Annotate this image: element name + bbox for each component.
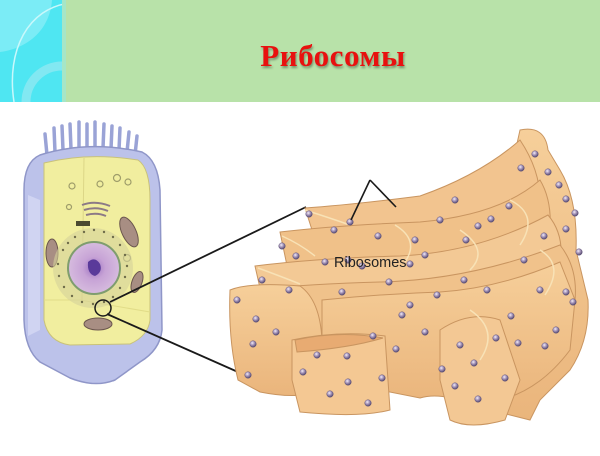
zoom-line-top	[109, 206, 307, 303]
ribosome-diagram	[23, 120, 589, 426]
cell-illustration	[23, 120, 163, 385]
zoom-line-bottom	[106, 313, 248, 377]
decorative-circles-icon	[0, 0, 66, 102]
ribosomes-label: Ribosomes	[334, 255, 407, 271]
label-pointer-left	[350, 179, 371, 221]
label-pointer-right	[369, 179, 397, 208]
decorative-accent-panel	[0, 0, 66, 102]
ribosomes	[233, 150, 583, 407]
slide-header: Рибосомы	[0, 0, 600, 102]
rough-er-illustration	[229, 128, 589, 426]
diagram-area: Ribosomes	[0, 102, 600, 451]
slide-title: Рибосомы	[260, 38, 406, 73]
